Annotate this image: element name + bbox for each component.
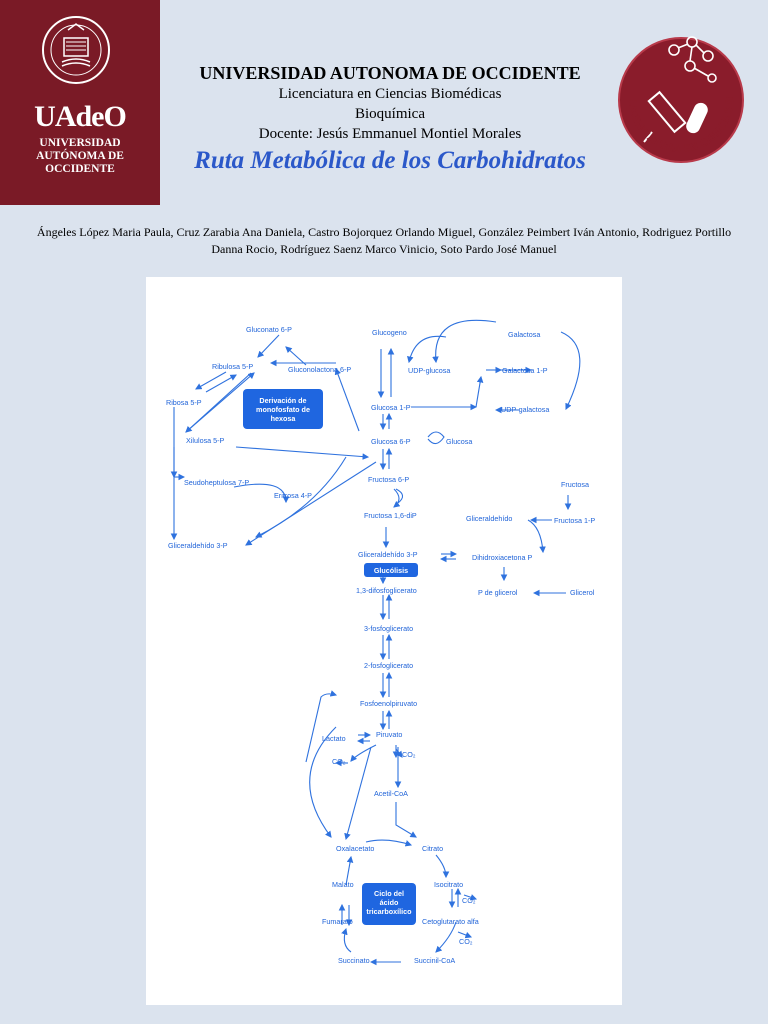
pill-icon xyxy=(686,102,708,134)
difosfoglicerato: 1,3-difosfoglicerato xyxy=(356,586,417,595)
course-name: Bioquímica xyxy=(355,106,425,122)
fructosa-1p: Fructosa 1-P xyxy=(554,516,595,525)
glucosa-6p: Glucosa 6-P xyxy=(371,437,411,446)
tca-label-2: ácido xyxy=(380,898,399,907)
succinato: Succinato xyxy=(338,956,370,965)
swirl-arrows xyxy=(395,431,445,504)
pathway-arrows xyxy=(170,319,581,966)
galactosa: Galactosa xyxy=(508,330,540,339)
gliceraldehido-3p: Gliceraldehído 3-P xyxy=(358,550,418,559)
udp-glucosa: UDP-glucosa xyxy=(408,366,450,375)
teacher-name: Docente: Jesús Emmanuel Montiel Morales xyxy=(258,126,522,142)
2-fosfoglicerato: 2-fosfoglicerato xyxy=(364,661,413,670)
header: UNIVERSIDAD AUTONOMA DE OCCIDENTE Licenc… xyxy=(160,62,620,178)
oxalacetato: Oxalacetato xyxy=(336,844,374,853)
co2-c: CO₂ xyxy=(462,896,476,905)
fructosa-16-dip: Fructosa 1,6-diP xyxy=(364,511,417,520)
fumarato: Fumarato xyxy=(322,917,353,926)
brand-subtitle: UNIVERSIDAD AUTÓNOMA DE OCCIDENTE xyxy=(36,137,124,175)
brand-name: UAdeO xyxy=(34,100,127,133)
p-de-glicerol: P de glicerol xyxy=(478,588,518,597)
molecule-icon xyxy=(668,36,717,83)
hexose-shunt-label-3: hexosa xyxy=(271,414,297,423)
fosfoenolpiruvato: Fosfoenolpiruvato xyxy=(360,699,417,708)
fructosa: Fructosa xyxy=(561,480,589,489)
glucosa: Glucosa xyxy=(446,437,472,446)
gluconato-6p: Gluconato 6-P xyxy=(246,325,292,334)
tca-label-1: Ciclo del xyxy=(374,889,404,898)
program-name: Licenciatura en Ciencias Biomédicas xyxy=(278,86,502,102)
eritrosa-4p: Eritrosa 4-P xyxy=(274,491,312,500)
ribosa-5p: Ribosa 5-P xyxy=(166,398,202,407)
authors-line-1: Ángeles López Maria Paula, Cruz Zarabia … xyxy=(36,225,732,239)
biomedical-logo: LICENCIATURA EN CIENCIAS BIOMÉDICAS xyxy=(612,22,744,163)
3-fosfoglicerato: 3-fosfoglicerato xyxy=(364,624,413,633)
galactosa-1p: Galactosa 1-P xyxy=(502,366,548,375)
xilulosa-5p: Xilulosa 5-P xyxy=(186,436,225,445)
co2-b: CO₂ xyxy=(332,757,346,766)
university-name: UNIVERSIDAD AUTONOMA DE OCCIDENTE xyxy=(199,63,581,83)
glicerol: Glicerol xyxy=(570,588,595,597)
seudoheptulosa-7p: Seudoheptulosa 7-P xyxy=(184,478,249,487)
page-title: Ruta Metabólica de los Carbohidratos xyxy=(194,147,586,174)
tca-label-3: tricarboxílico xyxy=(366,907,412,916)
glucosa-1p: Glucosa 1-P xyxy=(371,403,411,412)
glucogeno: Glucogeno xyxy=(372,328,407,337)
glycolysis-label: Glucólisis xyxy=(374,566,408,575)
glycolysis-box xyxy=(364,563,418,577)
fructosa-6p: Fructosa 6-P xyxy=(368,475,409,484)
ribulosa-5p: Ribulosa 5-P xyxy=(212,362,253,371)
university-seal-icon xyxy=(42,16,110,84)
succinil-coa: Succinil-CoA xyxy=(414,956,455,965)
co2-a: CO₂ xyxy=(402,750,416,759)
tca-cycle-box xyxy=(362,883,416,925)
uadeo-logo: UAdeO UNIVERSIDAD AUTÓNOMA DE OCCIDENTE xyxy=(0,0,160,205)
gluconolactona-6p: Gluconolactona 6-P xyxy=(288,365,351,374)
malato: Malato xyxy=(332,880,354,889)
dihidroxiacetona-p: Dihidroxiacetona P xyxy=(472,553,533,562)
citrato: Citrato xyxy=(422,844,443,853)
hexose-shunt-label-1: Derivación de xyxy=(259,396,306,405)
metabolite-labels: Gluconato 6-P Ribulosa 5-P Gluconolacton… xyxy=(166,325,595,965)
cetoglutarato-alfa: Cetoglutarato alfa xyxy=(422,917,479,926)
authors-line-2: Danna Rocio, Rodríguez Saenz Marco Vinic… xyxy=(211,242,557,256)
hexose-shunt-label-2: monofosfato de xyxy=(256,405,310,414)
syringe-icon xyxy=(643,90,687,143)
gliceraldehido: Gliceraldehído xyxy=(466,514,512,523)
hexose-monophosphate-shunt-box xyxy=(243,389,323,429)
acetil-coa: Acetil-CoA xyxy=(374,789,408,798)
isocitrato: Isocitrato xyxy=(434,880,463,889)
piruvato: Piruvato xyxy=(376,730,402,739)
udp-galactosa: UDP-galactosa xyxy=(501,405,549,414)
authors: Ángeles López Maria Paula, Cruz Zarabia … xyxy=(6,224,762,258)
gliceraldehido-3p-left: Gliceraldehído 3-P xyxy=(168,541,228,550)
metabolic-pathway-diagram: Derivación de monofosfato de hexosa Gluc… xyxy=(146,277,622,1005)
lactato: Lactato xyxy=(322,734,346,743)
co2-d: CO₂ xyxy=(459,937,473,946)
